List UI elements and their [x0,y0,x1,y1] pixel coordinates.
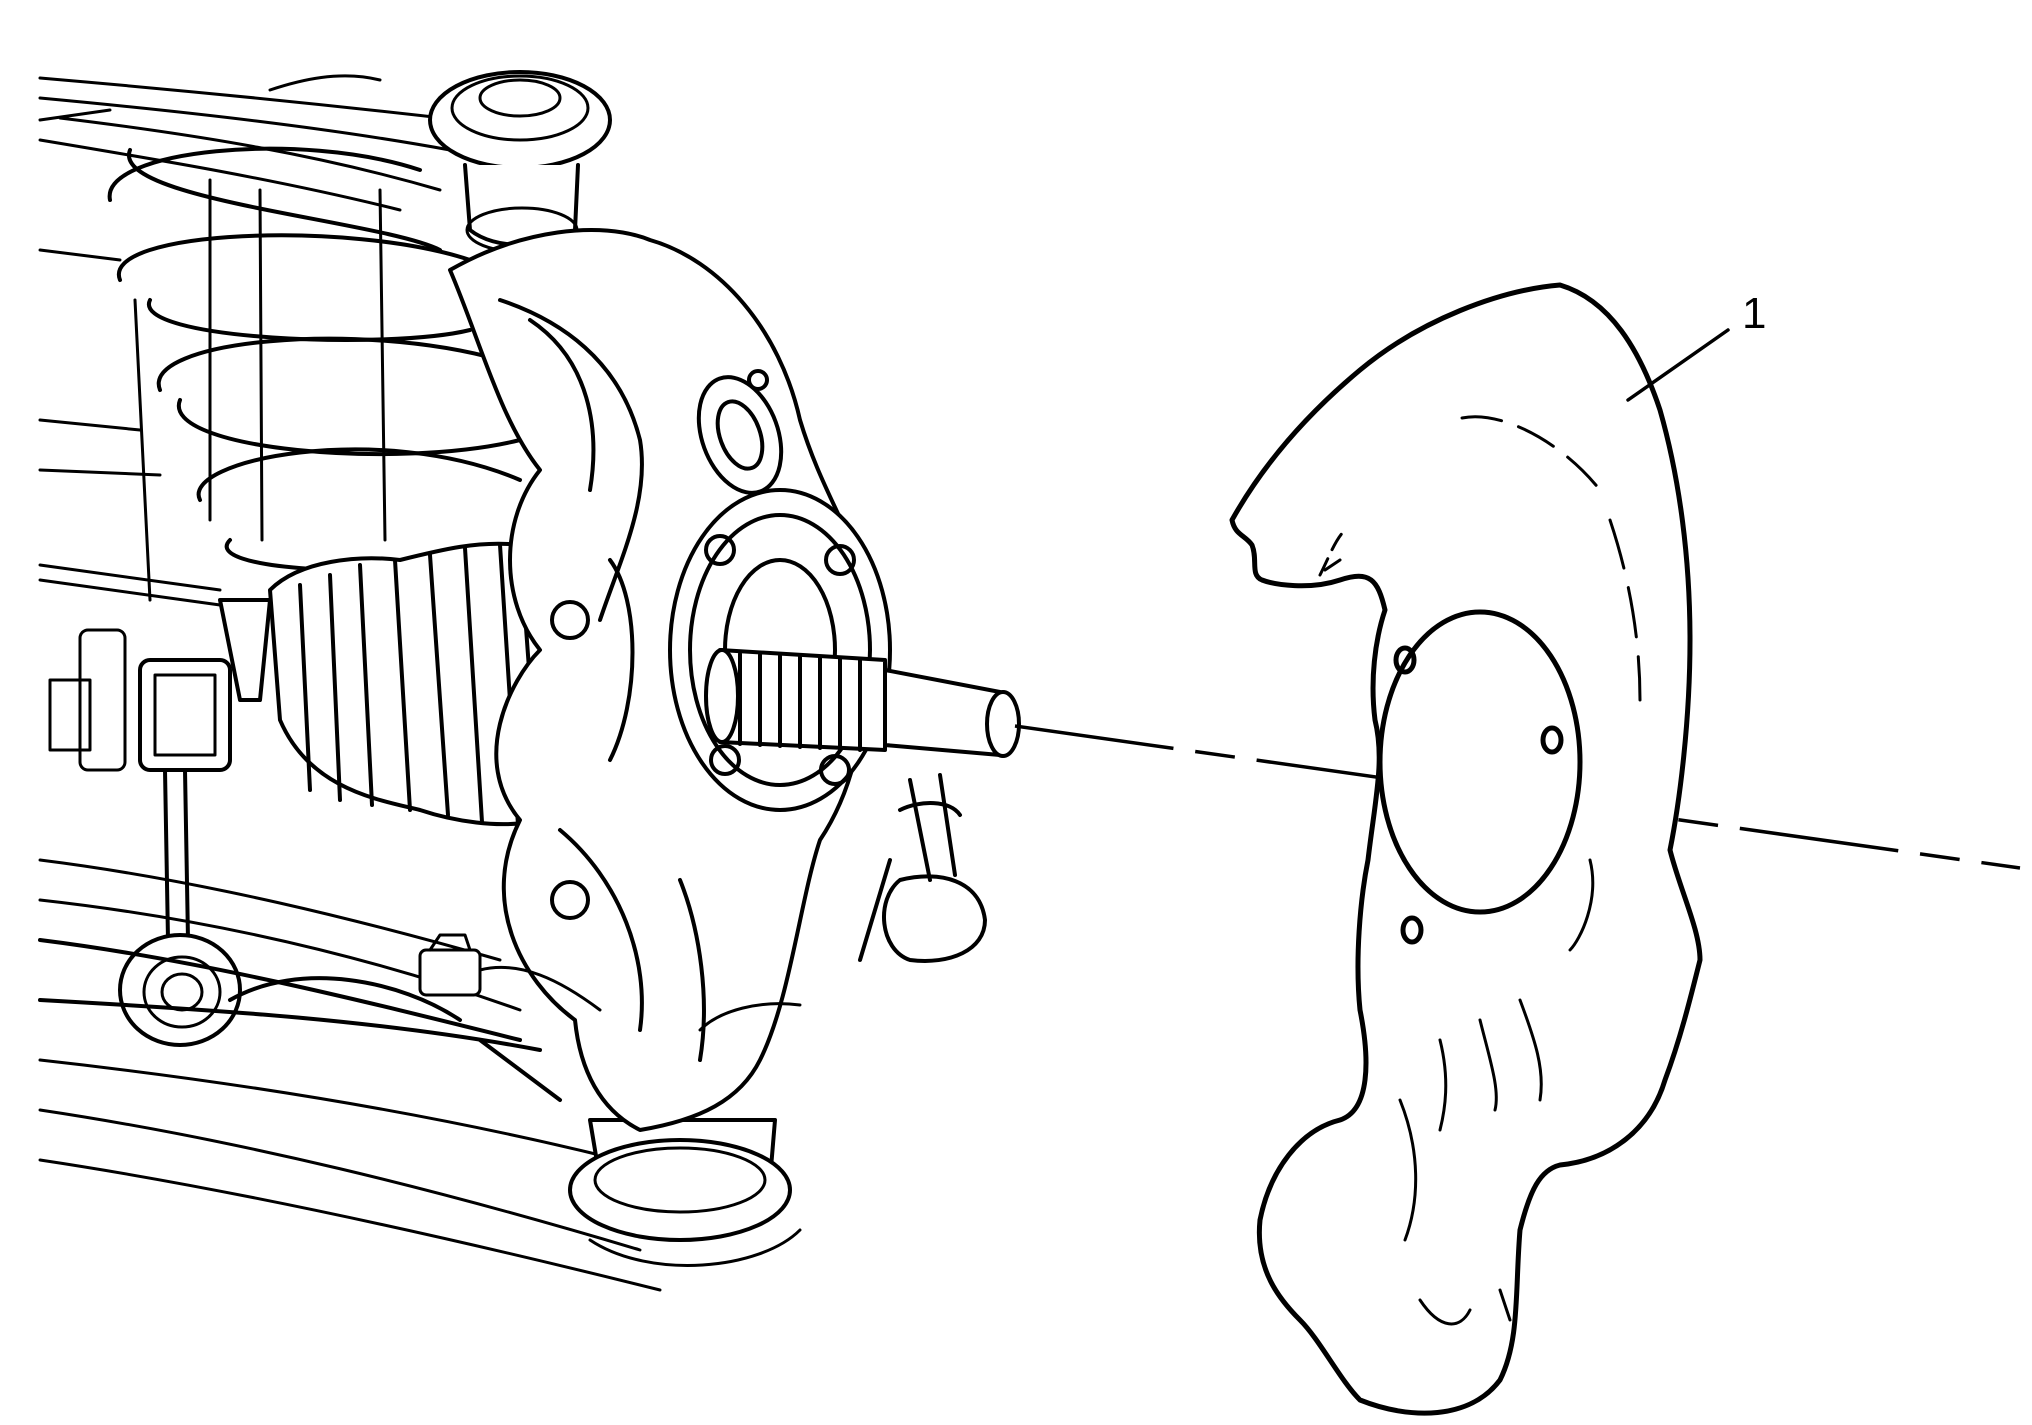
wheel-speed-sensor [418,933,802,1032]
wheel-hub [668,488,892,812]
brake-shield [1229,282,1703,1416]
subframe [38,108,662,1292]
axle-shaft [38,563,222,607]
axle-spline [704,648,1021,758]
callout-1-label: 1 [1742,289,1766,338]
lower-ball-joint [568,1118,802,1267]
suspension-assembly [38,70,1021,1292]
callout-1-leader [1626,328,1730,402]
stabilizer-link [48,628,242,1047]
coil-spring [107,146,522,573]
steering-knuckle [448,228,867,1132]
upper-control-arm [38,74,462,212]
strut-body [133,178,387,602]
cv-axle-boot [218,541,542,827]
upper-ball-joint [428,70,612,254]
lower-control-arm [38,938,562,1102]
callout-1: 1 [1626,289,1766,402]
tie-rod-end [858,773,987,963]
